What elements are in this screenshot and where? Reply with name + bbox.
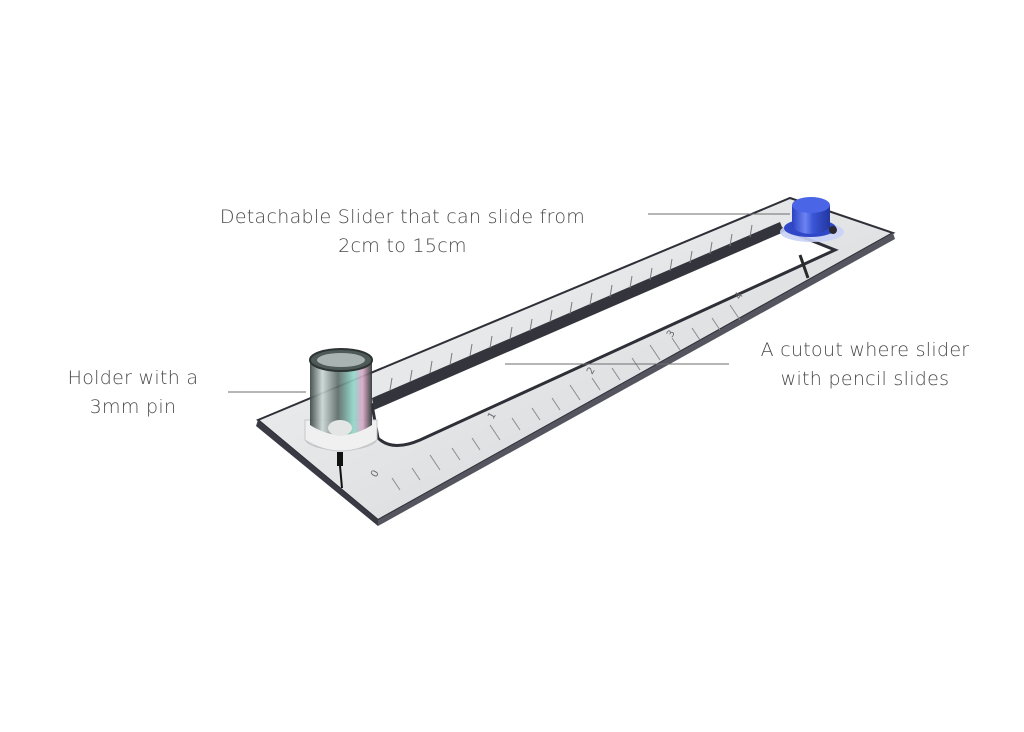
pencil-lead xyxy=(798,254,810,279)
holder-annotation-line1: Holder with a xyxy=(67,367,199,389)
slider-annotation-line2: 2cm to 15cm xyxy=(338,235,467,257)
cutout-annotation: A cutout where slider with pencil slides xyxy=(740,336,990,394)
scale-label-1: 1 xyxy=(486,410,499,421)
holder-annotation: Holder with a 3mm pin xyxy=(48,364,218,422)
lower-scale-ticks xyxy=(391,304,741,491)
scale-label-3: 3 xyxy=(665,328,678,339)
ruler-cutout xyxy=(370,222,839,447)
pin-holder xyxy=(304,348,378,489)
upper-scale-ticks xyxy=(389,224,753,391)
slider-annotation: Detachable Slider that can slide from 2c… xyxy=(200,203,605,261)
slider-knob[interactable] xyxy=(780,197,844,242)
scale-label-4: 4 xyxy=(733,290,746,301)
cutout-annotation-line2: with pencil slides xyxy=(780,368,950,390)
slider-annotation-line1: Detachable Slider that can slide from xyxy=(219,206,586,228)
holder-annotation-line2: 3mm pin xyxy=(89,396,177,418)
cutout-annotation-line1: A cutout where slider xyxy=(760,339,970,361)
scale-label-0: 0 xyxy=(369,468,382,479)
scale-label-2: 2 xyxy=(585,365,598,376)
